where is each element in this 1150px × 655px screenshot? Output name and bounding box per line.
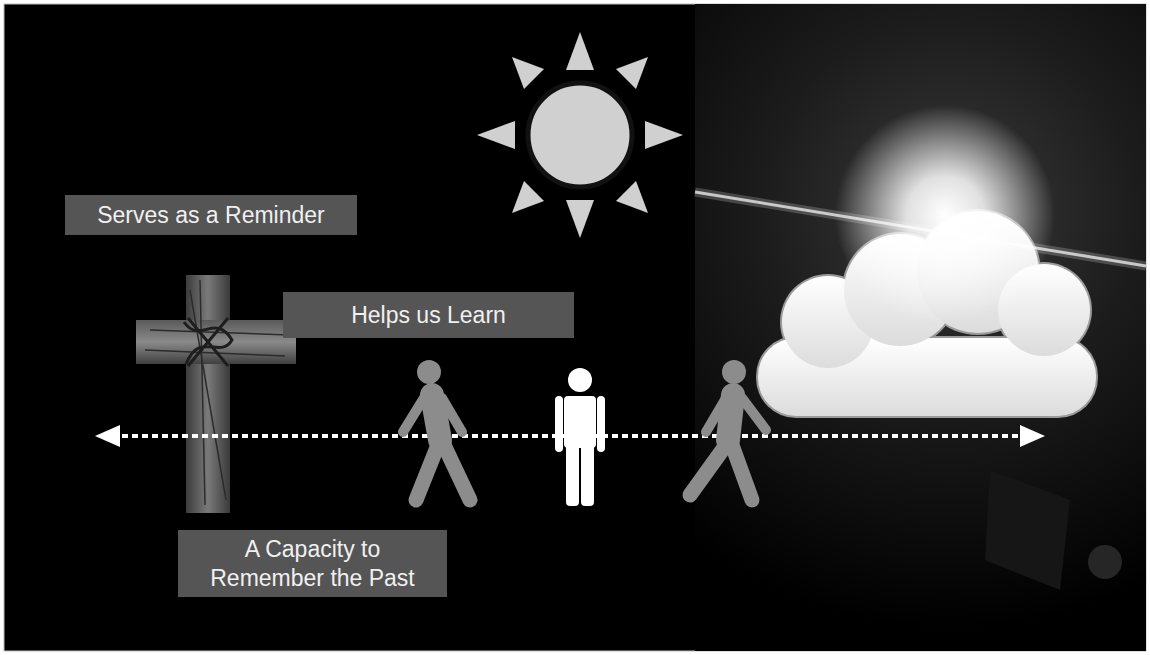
box-label: Serves as a Reminder <box>97 201 325 230</box>
walking-figure <box>403 360 470 500</box>
standing-figure <box>555 368 605 506</box>
lens-flare <box>695 105 1146 325</box>
wooden-cross <box>136 275 296 513</box>
text-box: A Capacity to Remember the Past <box>178 530 447 597</box>
text-box: Serves as a Reminder <box>65 195 357 235</box>
sun-icon <box>477 32 683 238</box>
text-box: Helps us Learn <box>283 292 574 338</box>
box-label: A Capacity to Remember the Past <box>188 535 437 593</box>
box-label: Helps us Learn <box>351 301 506 330</box>
walking-figure <box>690 360 766 500</box>
